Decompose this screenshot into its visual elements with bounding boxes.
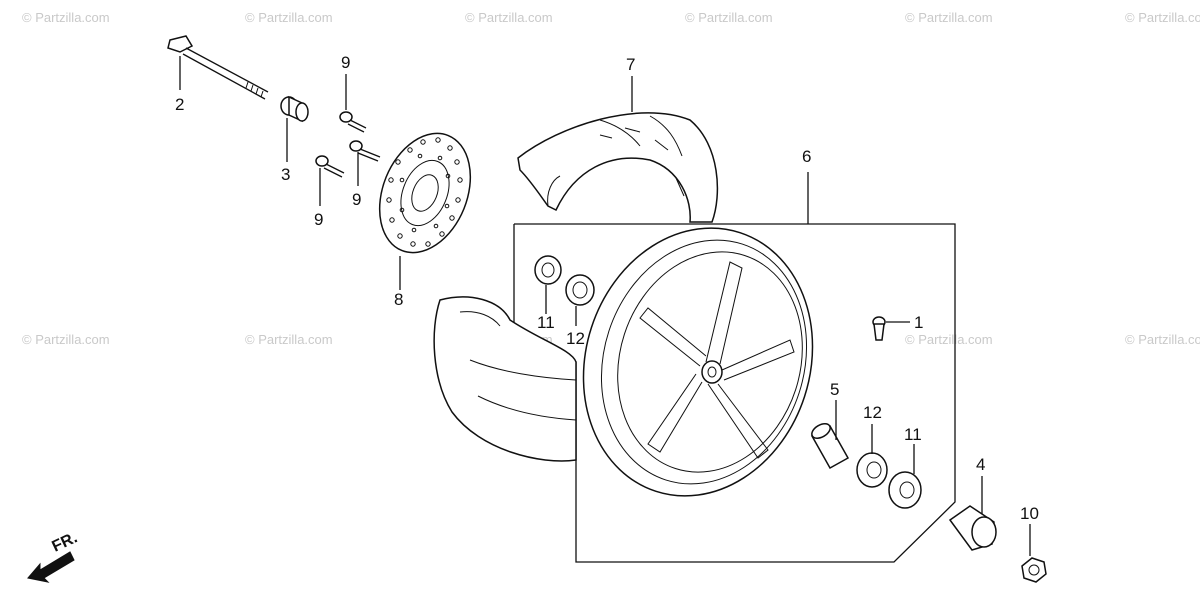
part-axle-bolt[interactable] (167, 35, 269, 100)
part-disc-bolt-lower[interactable] (315, 155, 345, 206)
callout-4: 4 (976, 455, 985, 474)
part-axle-nut[interactable] (1021, 524, 1047, 583)
front-direction-indicator: FR. (27, 529, 81, 583)
watermark: © Partzilla.com (1125, 10, 1200, 25)
part-disc-bolt-middle[interactable] (349, 140, 381, 186)
front-direction-label: FR. (50, 529, 81, 555)
watermark: © Partzilla.com (685, 10, 773, 25)
callout-12-right: 12 (863, 403, 882, 422)
part-disc-bolt-upper[interactable] (339, 74, 367, 133)
watermark: © Partzilla.com (22, 332, 110, 347)
callout-labels: 1 2 3 4 5 6 7 8 9 9 9 10 11 11 12 12 (175, 53, 1039, 523)
part-bearing-left-11[interactable] (534, 255, 562, 314)
callout-9-middle: 9 (352, 190, 361, 209)
part-brake-disc[interactable] (363, 120, 487, 290)
part-air-valve[interactable] (872, 316, 910, 341)
watermark: © Partzilla.com (465, 10, 553, 25)
part-tire[interactable] (517, 76, 719, 223)
front-arrow-icon (27, 551, 75, 583)
watermark: © Partzilla.com (905, 332, 993, 347)
part-distance-collar[interactable] (809, 400, 850, 470)
part-wheel-rim[interactable] (549, 198, 846, 526)
callout-3: 3 (281, 165, 290, 184)
part-collar-left[interactable] (280, 95, 309, 162)
part-bearing-left-12[interactable] (565, 274, 595, 326)
callout-11-left: 11 (537, 313, 555, 332)
callout-2: 2 (175, 95, 184, 114)
part-tire-lower[interactable] (433, 296, 577, 462)
callout-11-right: 11 (904, 425, 922, 444)
callout-8: 8 (394, 290, 403, 309)
callout-12-left: 12 (566, 329, 585, 348)
callout-6: 6 (802, 147, 811, 166)
watermark: © Partzilla.com (22, 10, 110, 25)
callout-1: 1 (914, 313, 923, 332)
watermark: © Partzilla.com (1125, 332, 1200, 347)
callout-7: 7 (626, 55, 635, 74)
watermark: © Partzilla.com (245, 332, 333, 347)
watermark: © Partzilla.com (905, 10, 993, 25)
watermark: © Partzilla.com (245, 10, 333, 25)
part-bearing-right-12[interactable] (856, 424, 888, 488)
callout-5: 5 (830, 380, 839, 399)
callout-9-lower: 9 (314, 210, 323, 229)
callout-10: 10 (1020, 504, 1039, 523)
callout-9-upper: 9 (341, 53, 350, 72)
part-collar-right[interactable] (948, 476, 997, 551)
part-bearing-right-11[interactable] (888, 444, 922, 509)
